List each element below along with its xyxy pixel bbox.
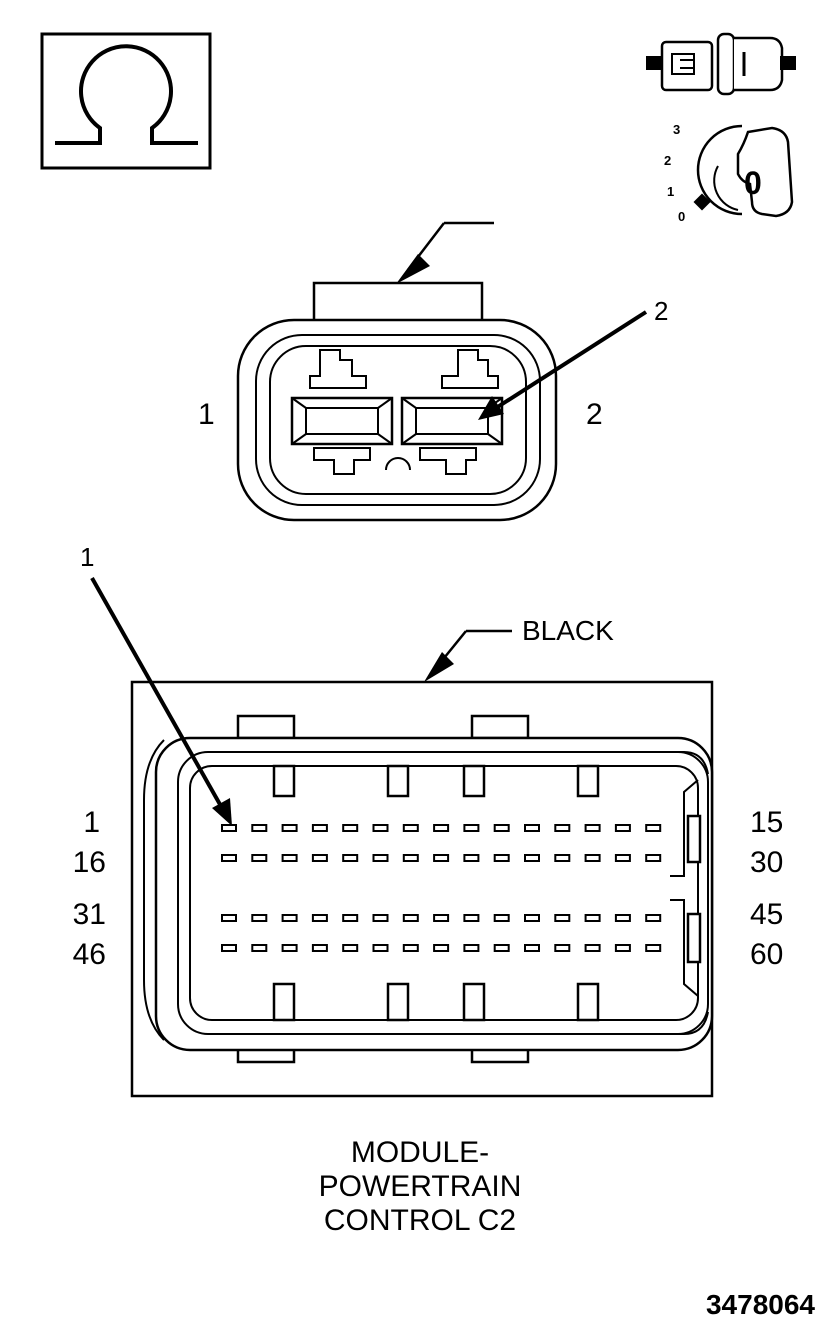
pin-cavity (281, 944, 298, 952)
pin-cavity (463, 824, 480, 832)
row-label-right-15: 15 (750, 806, 783, 839)
caption: MODULE- POWERTRAIN CONTROL C2 (319, 1136, 522, 1237)
pin-cavity (221, 824, 237, 832)
pin-cavity (342, 824, 359, 832)
pin-cavity (433, 944, 450, 952)
pin-cavity (554, 914, 571, 922)
figure-id: 3478064 (706, 1289, 815, 1320)
pin-cavity (493, 944, 510, 952)
ohm-icon (40, 32, 212, 170)
key-label: 0 (744, 165, 762, 201)
pin-cavity (251, 854, 268, 862)
ignition-key-icon: 0 3 2 1 0 (664, 122, 794, 224)
pin-cavity (493, 824, 510, 832)
pin-cavity (372, 854, 389, 862)
key-position-1: 1 (667, 184, 674, 199)
pin-cavity (524, 854, 540, 862)
pin-cavity (372, 944, 389, 952)
pin-cavity (614, 824, 631, 832)
row-label-left-31: 31 (73, 898, 106, 931)
row-label-left-46: 46 (73, 938, 106, 971)
pin-cavity (402, 944, 419, 952)
pin-2-label: 2 (586, 398, 603, 431)
pin-cavity (251, 824, 268, 832)
pin-cavity (402, 824, 419, 832)
callout-2-label: 2 (654, 296, 668, 326)
pin-cavity (584, 914, 601, 922)
pin-cavity (524, 944, 540, 952)
pin-cavity (221, 914, 237, 922)
pin-cavity (645, 824, 662, 832)
pin-cavity (524, 824, 540, 832)
pin-cavity (281, 824, 298, 832)
pin-cavity (554, 944, 571, 952)
pin-cavity (463, 854, 480, 862)
caption-line-3: CONTROL C2 (324, 1204, 516, 1237)
pin-cavity (554, 854, 571, 862)
pin-cavity (221, 854, 237, 862)
pin-cavity (342, 854, 359, 862)
pin-cavity (584, 944, 601, 952)
row-label-left-16: 16 (73, 846, 106, 879)
pin-cavity (433, 824, 450, 832)
key-position-3: 3 (673, 122, 680, 137)
connector-disconnect-icon (646, 32, 796, 96)
pin-cavity (433, 914, 450, 922)
pin-cavity (493, 914, 510, 922)
pin-cavity (342, 944, 359, 952)
pin-cavity (251, 944, 268, 952)
pin-cavities (221, 824, 662, 952)
key-position-0: 0 (678, 209, 685, 224)
pin-cavity (311, 914, 328, 922)
pin-cavity (524, 914, 540, 922)
pin-cavity (584, 854, 601, 862)
pin-cavity (311, 944, 328, 952)
row-label-left-1: 1 (83, 806, 100, 839)
pin-cavity (402, 854, 419, 862)
pin-cavity (221, 944, 237, 952)
pin-cavity (281, 914, 298, 922)
key-position-2: 2 (664, 153, 671, 168)
pin-cavity (372, 824, 389, 832)
two-way-connector: 2 1 2 (198, 221, 668, 522)
pin-cavity (645, 854, 662, 862)
pin-cavity (342, 914, 359, 922)
caption-line-1: MODULE- (351, 1136, 489, 1169)
row-label-right-60: 60 (750, 938, 783, 971)
pin-cavity (584, 824, 601, 832)
pin-cavity (463, 944, 480, 952)
color-label: BLACK (522, 615, 614, 646)
pin-cavity (433, 854, 450, 862)
pcm-connector: BLACK 1 (73, 542, 783, 1098)
pin-1-label: 1 (198, 398, 215, 431)
pin-cavity (311, 824, 328, 832)
row-label-right-45: 45 (750, 898, 783, 931)
pin-cavity (554, 824, 571, 832)
row-label-right-30: 30 (750, 846, 783, 879)
caption-line-2: POWERTRAIN (319, 1170, 522, 1203)
pin-cavity (614, 854, 631, 862)
pin-cavity (645, 944, 662, 952)
callout-1-label: 1 (80, 542, 94, 572)
pin-cavity (281, 854, 298, 862)
pin-cavity (311, 854, 328, 862)
pin-cavity (614, 944, 631, 952)
pin-cavity (402, 914, 419, 922)
pin-cavity (493, 854, 510, 862)
pin-cavity (614, 914, 631, 922)
pin-cavity (372, 914, 389, 922)
pin-cavity (251, 914, 268, 922)
pin-cavity (645, 914, 662, 922)
pin-cavity (463, 914, 480, 922)
